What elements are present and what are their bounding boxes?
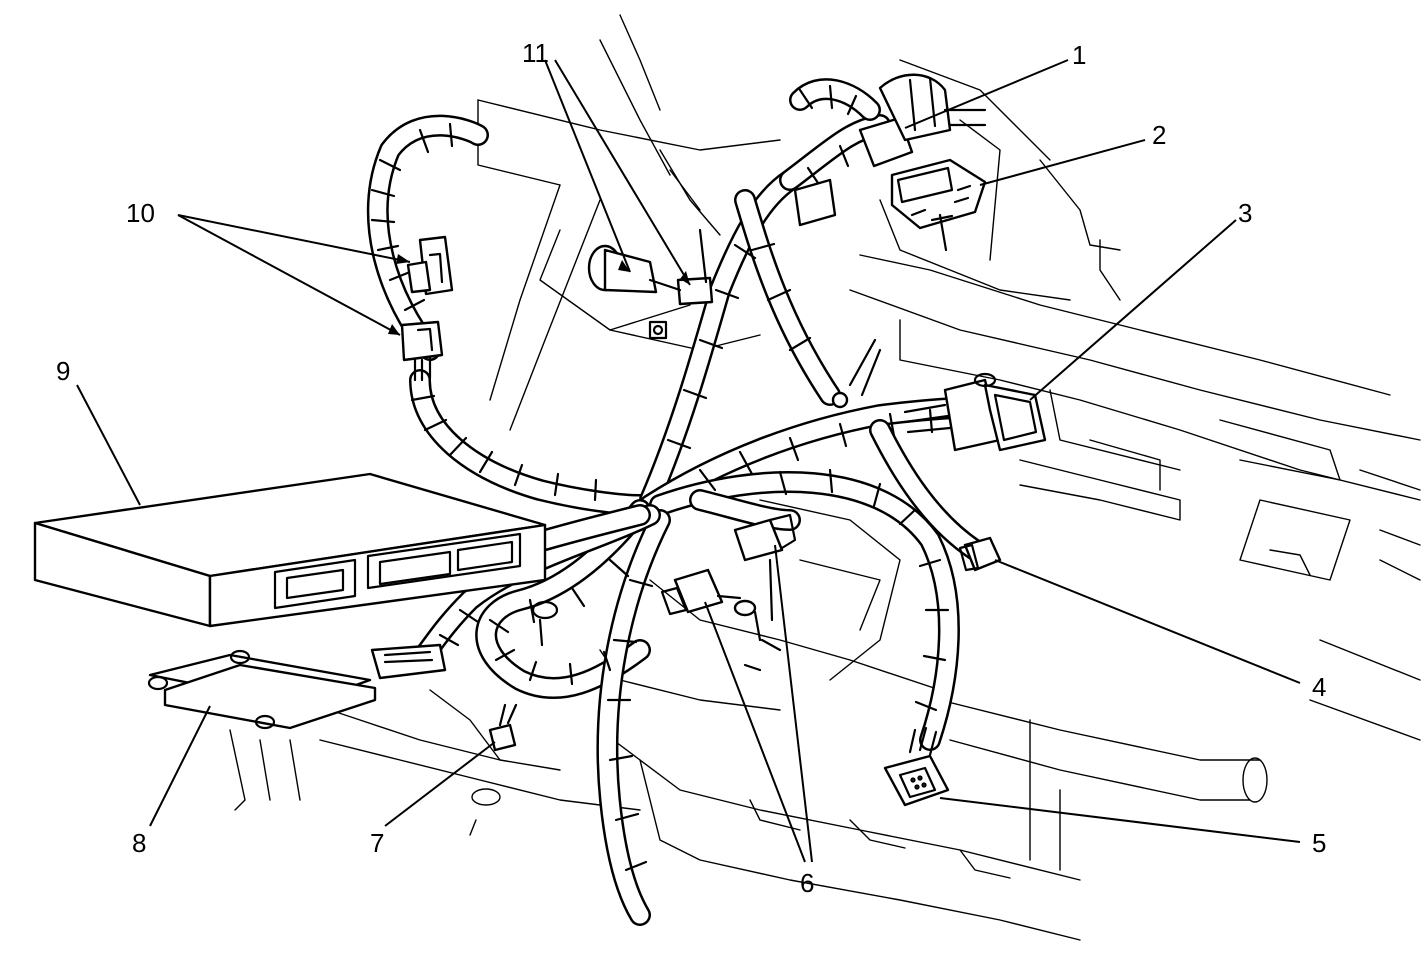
callout-7: 7 bbox=[370, 828, 384, 858]
callout-6: 6 bbox=[800, 868, 814, 898]
callout-2: 2 bbox=[1152, 120, 1166, 150]
callout-3: 3 bbox=[1238, 198, 1252, 228]
leader-lines bbox=[76, 59, 1301, 863]
sensor-6 bbox=[660, 513, 797, 672]
callout-9: 9 bbox=[56, 356, 70, 386]
bracket-module bbox=[147, 643, 447, 730]
callout-5: 5 bbox=[1312, 828, 1326, 858]
callout-labels: 1 2 3 4 5 6 7 8 9 10 11 bbox=[56, 38, 1326, 898]
grommet-4 bbox=[958, 536, 1002, 572]
callout-10: 10 bbox=[126, 198, 155, 228]
connector-3 bbox=[831, 338, 1047, 452]
callout-11: 11 bbox=[522, 38, 549, 68]
connector-1-2 bbox=[793, 73, 987, 252]
callout-8: 8 bbox=[132, 828, 146, 858]
vehicle-body-structure bbox=[229, 14, 1421, 941]
callout-4: 4 bbox=[1312, 672, 1326, 702]
connector-pair-10 bbox=[400, 235, 454, 382]
wiring-harness bbox=[366, 78, 986, 926]
callout-1: 1 bbox=[1072, 40, 1086, 70]
fastener-7 bbox=[488, 600, 559, 752]
connector-5 bbox=[883, 726, 950, 807]
sensor-11 bbox=[587, 228, 714, 340]
control-module bbox=[33, 472, 547, 628]
